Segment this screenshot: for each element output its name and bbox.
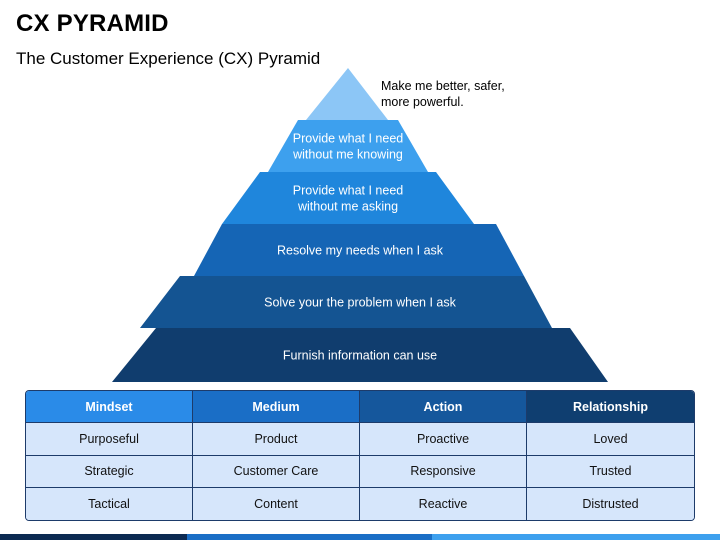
bottom-bar-segment <box>0 534 188 540</box>
table-cell: Trusted <box>527 455 694 488</box>
pyramid-tier-3-label: Resolve my needs when I ask <box>277 244 444 258</box>
pyramid-tier-1 <box>268 120 428 172</box>
pyramid-tier-2-label: without me asking <box>297 200 398 214</box>
pyramid-tier-3 <box>194 224 524 276</box>
table-cell: Proactive <box>360 423 527 456</box>
bottom-accent-bar <box>0 534 720 540</box>
bottom-bar-segment <box>431 534 720 540</box>
table-cell: Distrusted <box>527 487 694 520</box>
page-subtitle: The Customer Experience (CX) Pyramid <box>16 49 321 68</box>
table-cell: Product <box>193 423 360 456</box>
pyramid-tier-5 <box>112 328 608 382</box>
pyramid-tier-2-label: Provide what I need <box>293 184 404 198</box>
pyramid-apex <box>306 68 388 120</box>
table-header-mindset: Mindset <box>26 391 193 424</box>
table-cell: Customer Care <box>193 455 360 488</box>
pyramid-tier-1-label: Provide what I need <box>293 132 404 146</box>
pyramid-tier-1-label: without me knowing <box>292 148 403 162</box>
table-header-relationship: Relationship <box>527 391 694 424</box>
table-header-action: Action <box>360 391 527 424</box>
apex-note: Make me better, safer, more powerful. <box>381 79 505 109</box>
table-header-medium: Medium <box>193 391 360 424</box>
table-cell: Responsive <box>360 455 527 488</box>
pyramid-tier-4-label: Solve your the problem when I ask <box>264 296 457 310</box>
page-title: CX PYRAMID <box>16 10 169 37</box>
table-cell: Loved <box>527 423 694 456</box>
table-cell: Tactical <box>26 487 193 520</box>
bottom-bar-segment <box>187 534 432 540</box>
table-cell: Reactive <box>360 487 527 520</box>
table-cell: Content <box>193 487 360 520</box>
table-cell: Purposeful <box>26 423 193 456</box>
pyramid-tier-2 <box>222 172 474 224</box>
pyramid-tier-5-label: Furnish information can use <box>283 349 437 363</box>
pyramid-tier-4 <box>140 276 552 328</box>
table-cell: Strategic <box>26 455 193 488</box>
